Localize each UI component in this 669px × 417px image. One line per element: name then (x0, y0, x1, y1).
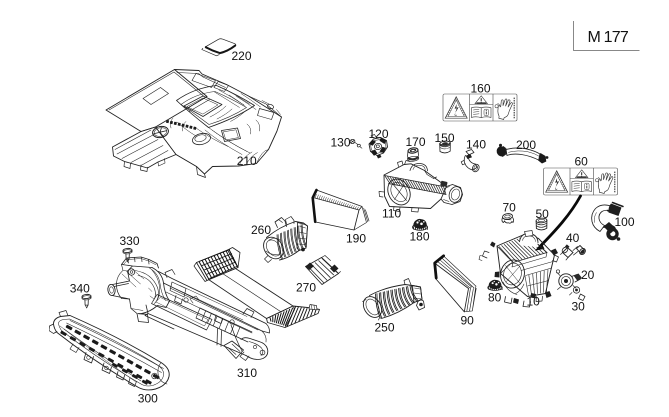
svg-text:170: 170 (406, 135, 426, 149)
svg-text:30: 30 (572, 300, 586, 314)
svg-text:300: 300 (138, 391, 158, 405)
svg-text:40: 40 (566, 231, 580, 245)
svg-text:50: 50 (536, 207, 550, 221)
svg-text:250: 250 (375, 321, 395, 335)
svg-text:200: 200 (516, 138, 536, 152)
svg-text:190: 190 (346, 232, 366, 246)
svg-text:310: 310 (237, 366, 257, 380)
svg-text:260: 260 (251, 223, 271, 237)
svg-text:60: 60 (575, 155, 589, 169)
svg-text:110: 110 (382, 207, 401, 221)
svg-text:340: 340 (70, 282, 90, 296)
svg-text:330: 330 (120, 234, 140, 248)
svg-text:220: 220 (232, 49, 252, 63)
svg-text:M 177: M 177 (588, 29, 629, 46)
svg-text:180: 180 (410, 230, 430, 244)
svg-text:270: 270 (296, 281, 316, 295)
svg-text:130: 130 (331, 136, 351, 150)
svg-text:90: 90 (461, 314, 475, 328)
svg-text:70: 70 (503, 201, 517, 215)
svg-text:140: 140 (466, 138, 486, 152)
svg-text:100: 100 (615, 215, 635, 229)
svg-text:160: 160 (471, 82, 491, 96)
svg-text:120: 120 (369, 127, 389, 141)
svg-text:80: 80 (488, 291, 502, 305)
svg-text:20: 20 (581, 268, 595, 282)
